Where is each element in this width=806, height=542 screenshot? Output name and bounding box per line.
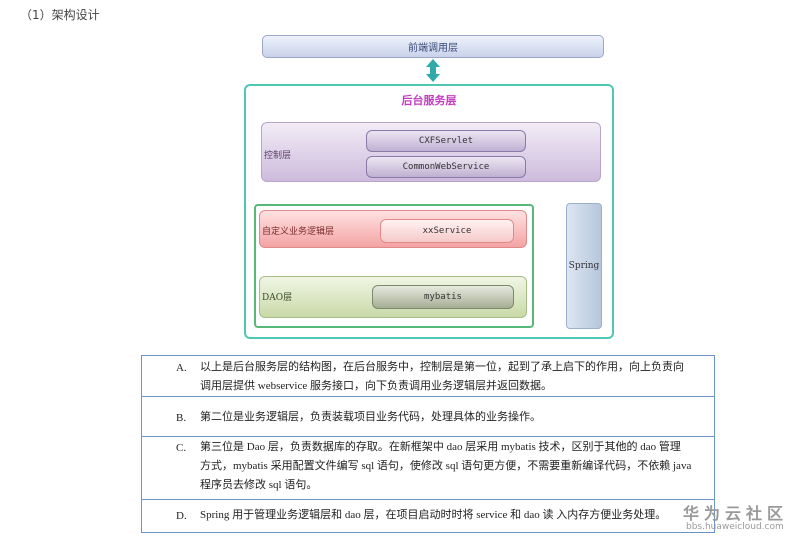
description-d: Spring 用于管理业务逻辑层和 dao 层，在项目启动时时将 service… [200, 506, 705, 525]
description-c: 第三位是 Dao 层，负责数据库的存取。在新框架中 dao 层采用 mybati… [200, 438, 708, 495]
dao-layer-label: DAO层 [262, 293, 293, 303]
spring-box: Spring [566, 203, 602, 329]
backend-title: 后台服务层 [401, 94, 457, 107]
xxservice-pill: xxService [380, 219, 514, 243]
spring-arrow-label: 分担 [543, 260, 557, 268]
arrow-front-backend [426, 59, 440, 82]
description-line: 程序员去修改 sql 语句。 [200, 479, 318, 491]
description-line: 方式，mybatis 采用配置文件编写 sql 语句，使修改 sql 语句更方便… [200, 460, 692, 472]
commonwebservice-pill: CommonWebService [366, 156, 526, 178]
description-b: 第二位是业务逻辑层，负责装载项目业务代码，处理具体的业务操作。 [200, 408, 705, 427]
business-layer-label: 自定义业务逻辑层 [262, 227, 335, 237]
description-box [141, 355, 715, 533]
section-title: （1）架构设计 [20, 8, 100, 22]
item-letter: C. [176, 442, 187, 454]
description-line: 调用层提供 webservice 服务接口，向下负责调用业务逻辑层并返回数据。 [200, 380, 552, 392]
item-letter: B. [176, 412, 187, 424]
description-line: 第二位是业务逻辑层，负责装载项目业务代码，处理具体的业务操作。 [200, 411, 541, 423]
description-line: 第三位是 Dao 层，负责数据库的存取。在新框架中 dao 层采用 mybati… [200, 441, 681, 453]
cxfservlet-pill: CXFServlet [366, 130, 526, 152]
watermark-url: bbs.huaweicloud.com [686, 522, 784, 532]
control-layer-label: 控制层 [264, 151, 292, 161]
front-call-layer: 前端调用层 [262, 35, 604, 58]
row-divider [141, 436, 715, 437]
mybatis-pill: mybatis [372, 285, 514, 309]
description-a: 以上是后台服务层的结构图，在后台服务中，控制层是第一位，起到了承上启下的作用，向… [200, 358, 705, 396]
watermark-title: 华为云社区 [683, 504, 789, 523]
description-line: Spring 用于管理业务逻辑层和 dao 层，在项目启动时时将 service… [200, 509, 667, 521]
row-divider [141, 396, 715, 397]
description-line: 以上是后台服务层的结构图，在后台服务中，控制层是第一位，起到了承上启下的作用，向… [200, 361, 684, 373]
row-divider [141, 499, 715, 500]
item-letter: A. [176, 362, 187, 374]
item-letter: D. [176, 510, 187, 522]
